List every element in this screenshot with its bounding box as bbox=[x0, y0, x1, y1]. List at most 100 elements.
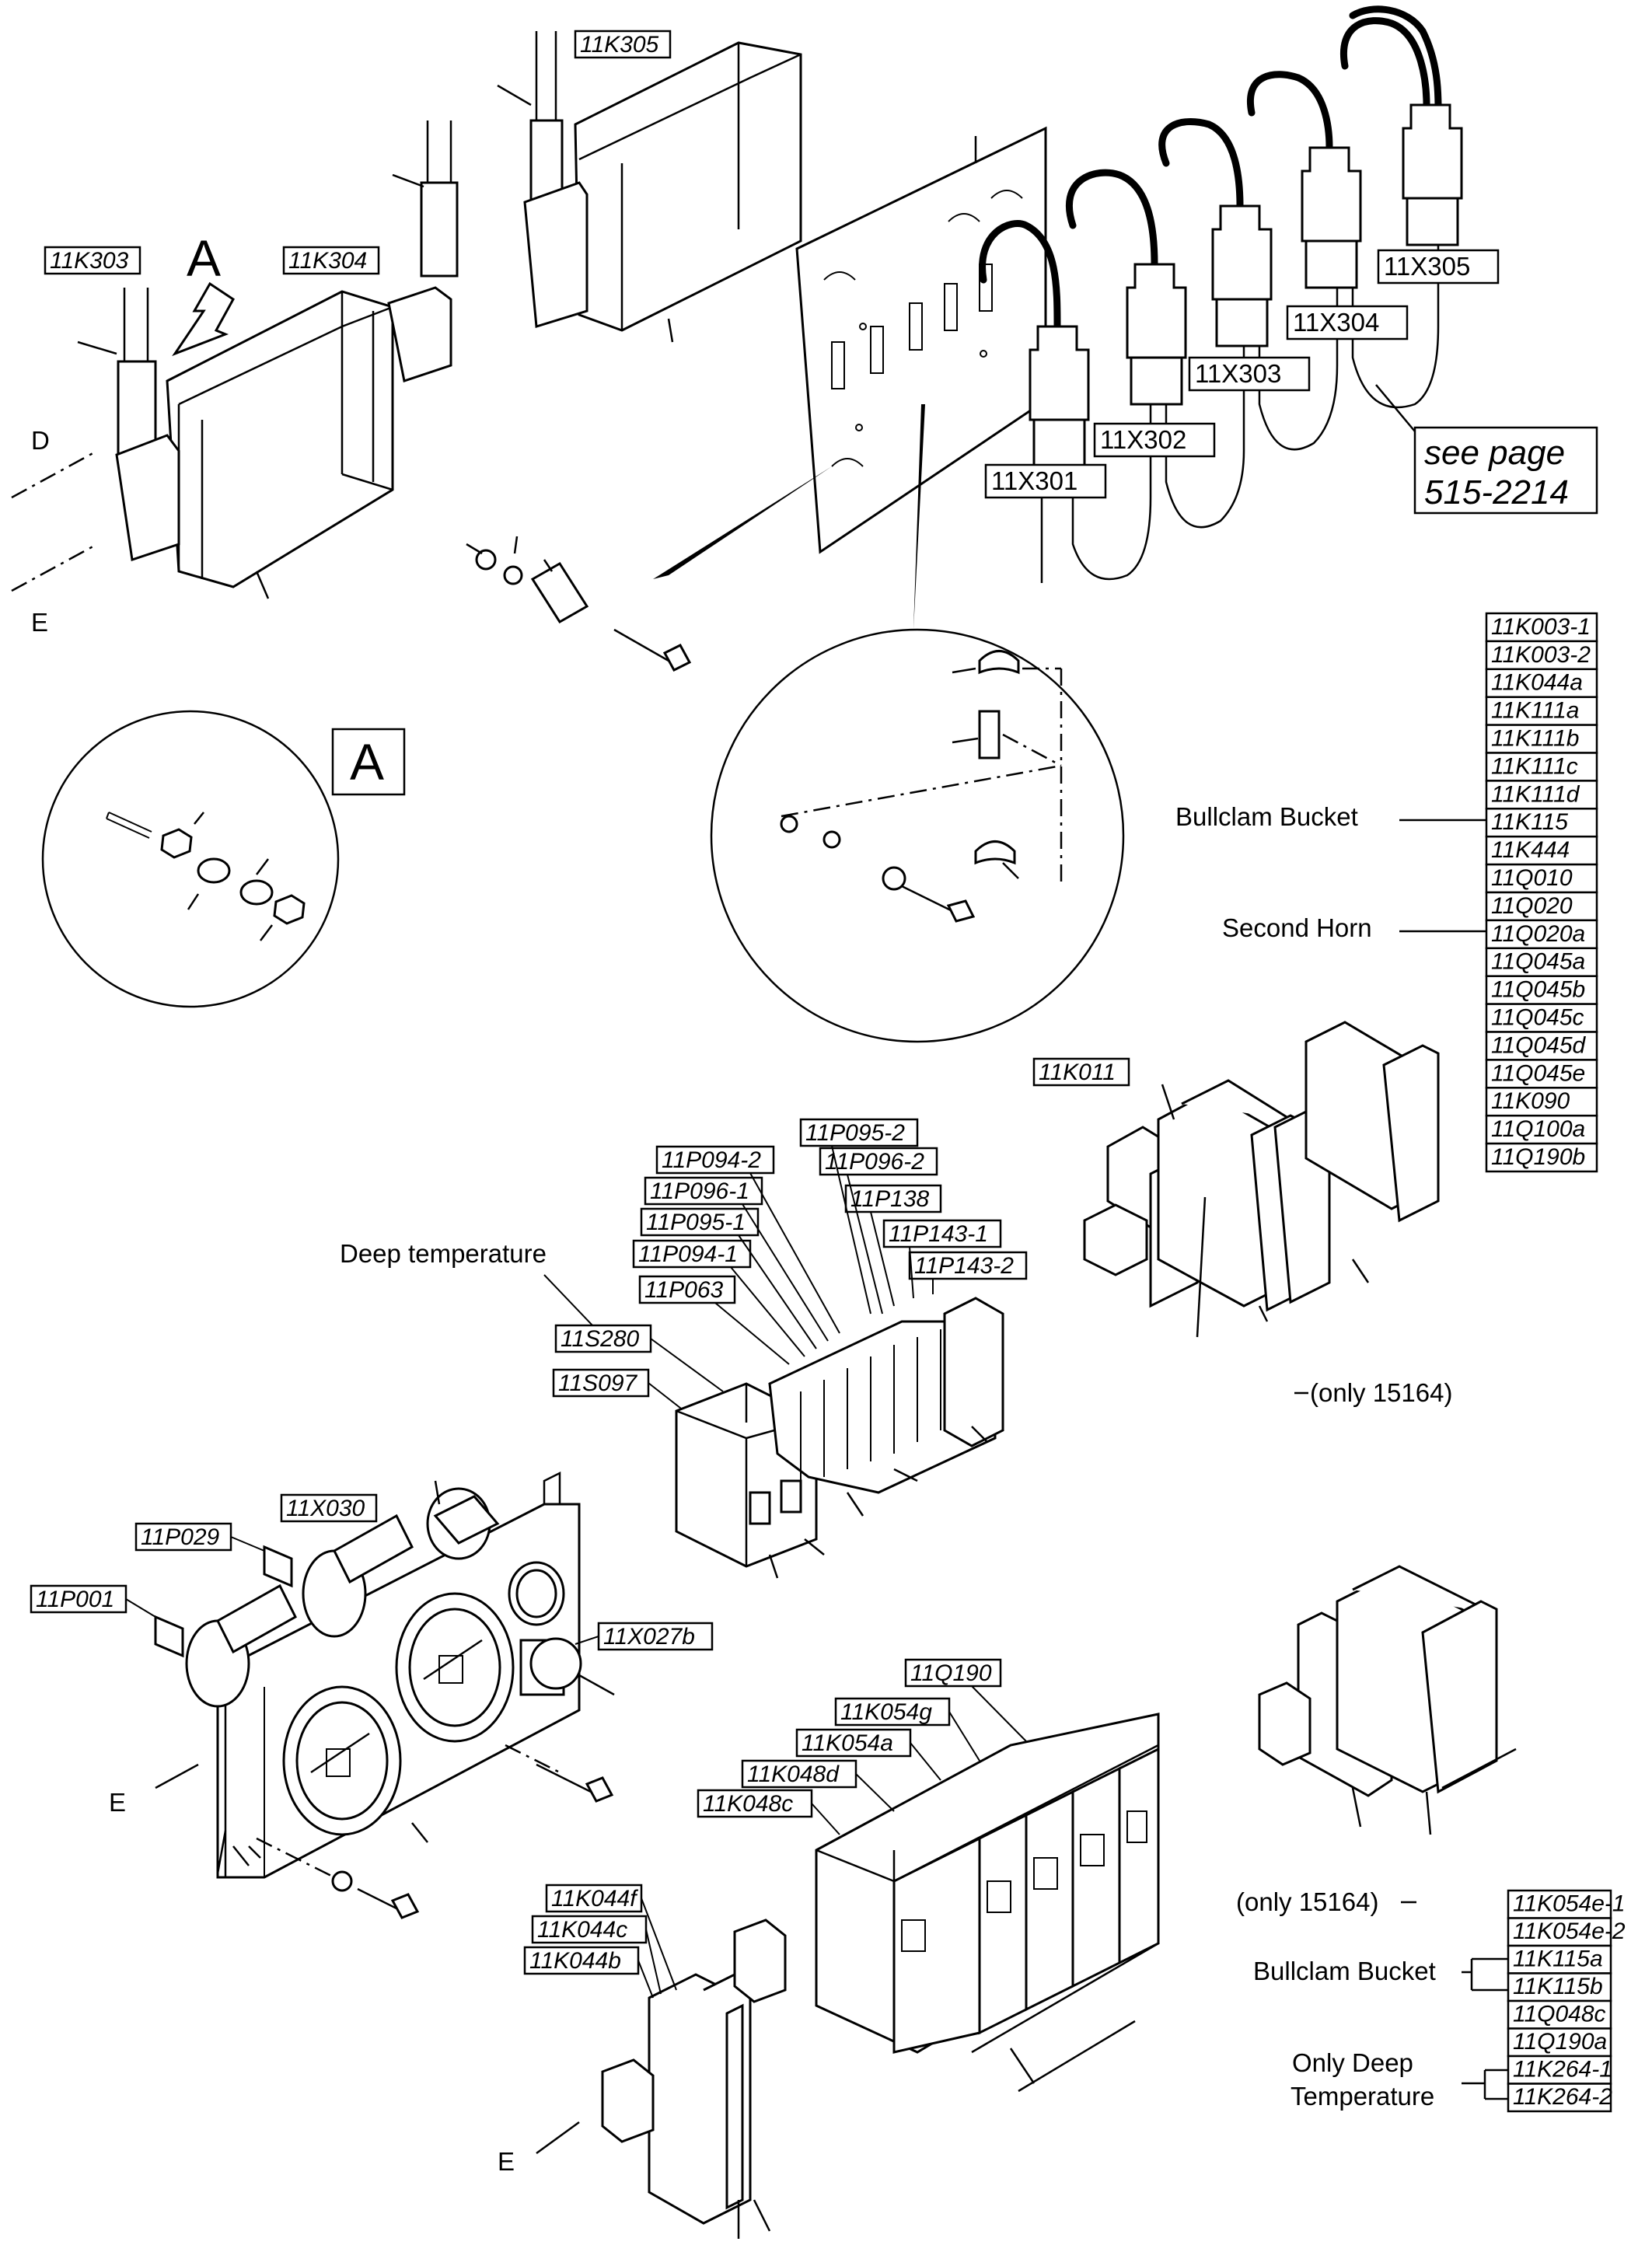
label-11P095-1: 11P095-1 bbox=[646, 1210, 746, 1235]
part-list-item: 11K264-2 bbox=[1513, 2084, 1612, 2110]
second-horn-label: Second Horn bbox=[1222, 913, 1372, 942]
terminal-leader-lines bbox=[714, 1145, 934, 1365]
detail-a-circle bbox=[41, 710, 340, 1008]
label-11K303: 11K303 bbox=[50, 248, 129, 274]
label-11X027b: 11X027b bbox=[603, 1624, 695, 1650]
part-list-item: 11K115 bbox=[1491, 809, 1568, 835]
label-11X305: 11X305 bbox=[1384, 252, 1470, 281]
part-list-box bbox=[1485, 696, 1598, 726]
relay-11K303-11K304 bbox=[77, 120, 459, 599]
part-list-item: 11Q045e bbox=[1491, 1060, 1585, 1086]
part-list-item: 11K090 bbox=[1491, 1088, 1570, 1114]
part-list-item: 11Q010 bbox=[1491, 865, 1573, 891]
detail-clamp-parts bbox=[780, 650, 1063, 923]
bullclam-bucket-label: Bullclam Bucket bbox=[1175, 802, 1358, 831]
part-list-item: 11K111d bbox=[1491, 781, 1580, 807]
part-list-box bbox=[1485, 863, 1598, 894]
part-list-box bbox=[1485, 1114, 1598, 1145]
part-list-box bbox=[1507, 2027, 1612, 2058]
part-list-item: 11K444 bbox=[1491, 837, 1570, 863]
part-list-box bbox=[1485, 808, 1598, 838]
part-list-item: 11Q100a bbox=[1491, 1116, 1585, 1142]
part-list-item: 11K003-1 bbox=[1491, 614, 1591, 640]
label-11Q190: 11Q190 bbox=[910, 1660, 992, 1686]
label-11P029: 11P029 bbox=[141, 1524, 220, 1550]
part-list-box bbox=[1485, 752, 1598, 782]
label-11K011: 11K011 bbox=[1039, 1060, 1116, 1085]
line-e-label-relay: E bbox=[498, 2147, 515, 2176]
label-11X304: 11X304 bbox=[1293, 308, 1379, 337]
part-list-box bbox=[1485, 891, 1598, 922]
relay-bank-11Q190 bbox=[815, 1713, 1160, 2093]
line-e-label-panel: E bbox=[109, 1788, 126, 1817]
connector-cables bbox=[979, 5, 1463, 583]
relay-group-11K044 bbox=[601, 1919, 787, 2239]
switch-and-terminal-strip bbox=[675, 1297, 1004, 1579]
part-list-item: 11K264-1 bbox=[1513, 2057, 1612, 2083]
part-list-box bbox=[1485, 1142, 1598, 1173]
only-15164-label-bottom: (only 15164) bbox=[1236, 1887, 1378, 1916]
right-part-list: 11K003-111K003-211K044a11K111a11K111b11K… bbox=[1485, 612, 1598, 1173]
label-11K048d: 11K048d bbox=[747, 1761, 840, 1787]
label-11X030: 11X030 bbox=[286, 1496, 365, 1521]
part-list-item: 11Q020 bbox=[1491, 893, 1573, 919]
relay-bank-labels: 11Q190 11K054g 11K054a 11K048d 11K048c bbox=[697, 1658, 1027, 1835]
view-a-arrow-label: A bbox=[187, 229, 221, 287]
label-11P095-2: 11P095-2 bbox=[805, 1120, 905, 1146]
label-11X303: 11X303 bbox=[1195, 359, 1281, 388]
part-list-item: 11Q045b bbox=[1491, 977, 1585, 1003]
label-11P143-2: 11P143-2 bbox=[914, 1253, 1014, 1279]
relay-11K305 bbox=[497, 31, 802, 343]
spacer-and-bolt bbox=[466, 536, 692, 672]
view-a-arrow-icon bbox=[172, 281, 235, 357]
part-list-box bbox=[1485, 975, 1598, 1005]
part-list-box bbox=[1507, 2083, 1612, 2113]
terminal-block-labels: 11P095-2 11P094-2 11P096-2 11P096-1 11P1… bbox=[632, 1118, 1028, 1304]
part-list-item: 11Q020a bbox=[1491, 921, 1585, 947]
label-11P063: 11P063 bbox=[644, 1277, 724, 1303]
part-list-item: 11K115b bbox=[1513, 1974, 1603, 1999]
label-11K044c: 11K044c bbox=[537, 1917, 627, 1943]
label-11K304: 11K304 bbox=[288, 248, 367, 274]
label-11P094-2: 11P094-2 bbox=[662, 1147, 761, 1173]
label-11K048c: 11K048c bbox=[703, 1791, 793, 1817]
label-11K054a: 11K054a bbox=[802, 1730, 893, 1756]
only-deep-label-line1: Only Deep bbox=[1292, 2048, 1413, 2077]
detail-a-parts bbox=[106, 812, 306, 941]
label-11S280: 11S280 bbox=[561, 1326, 640, 1352]
label-11P096-2: 11P096-2 bbox=[825, 1149, 924, 1175]
bottom-part-list: 11K054e-111K054e-211K115a11K115b11Q048c1… bbox=[1507, 1889, 1626, 2113]
part-list-item: 11K115a bbox=[1513, 1947, 1603, 1972]
part-list-item: 11Q190b bbox=[1491, 1144, 1585, 1170]
part-list-box bbox=[1485, 1059, 1598, 1089]
only-15164-label-top: (only 15164) bbox=[1310, 1378, 1452, 1407]
line-e-label-top: E bbox=[31, 608, 48, 637]
detail-a-label: A bbox=[350, 733, 384, 791]
label-11P001: 11P001 bbox=[36, 1587, 114, 1612]
deep-temperature-label: Deep temperature bbox=[340, 1239, 547, 1268]
part-list-item: 11K054e-2 bbox=[1513, 1919, 1626, 1944]
see-page-number: 515-2214 bbox=[1424, 473, 1569, 512]
label-11K044f: 11K044f bbox=[551, 1886, 638, 1912]
part-list-item: 11K111b bbox=[1491, 726, 1579, 752]
label-11P143-1: 11P143-1 bbox=[889, 1221, 988, 1247]
part-list-box bbox=[1485, 640, 1598, 671]
detail-clamp-circle bbox=[710, 628, 1125, 1043]
label-11X301: 11X301 bbox=[991, 466, 1077, 495]
part-list-box bbox=[1485, 1031, 1598, 1061]
part-list-item: 11K054e-1 bbox=[1513, 1891, 1626, 1917]
part-list-item: 11Q045c bbox=[1491, 1005, 1584, 1031]
label-11X302: 11X302 bbox=[1100, 425, 1186, 454]
only-deep-label-line2: Temperature bbox=[1291, 2082, 1434, 2111]
line-d-label: D bbox=[31, 426, 50, 455]
bullclam-bucket-label-bottom: Bullclam Bucket bbox=[1253, 1957, 1436, 1985]
label-11K044b: 11K044b bbox=[529, 1948, 621, 1974]
part-list-item: 11K111a bbox=[1491, 698, 1579, 724]
part-list-box bbox=[1485, 835, 1598, 866]
part-list-box bbox=[1507, 1972, 1612, 2002]
part-list-item: 11Q045a bbox=[1491, 949, 1585, 975]
part-list-item: 11Q190a bbox=[1513, 2029, 1607, 2055]
part-list-box bbox=[1485, 668, 1598, 698]
see-page-text: see page bbox=[1424, 434, 1565, 472]
